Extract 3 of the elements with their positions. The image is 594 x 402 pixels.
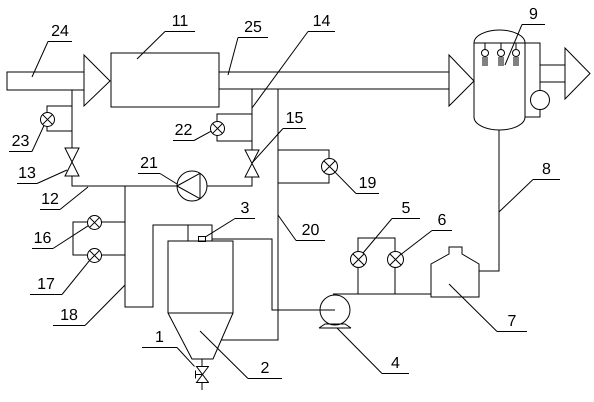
callout-number: 9 — [522, 6, 545, 25]
callout-number: 14 — [308, 13, 335, 32]
callout-number: 11 — [165, 13, 195, 32]
